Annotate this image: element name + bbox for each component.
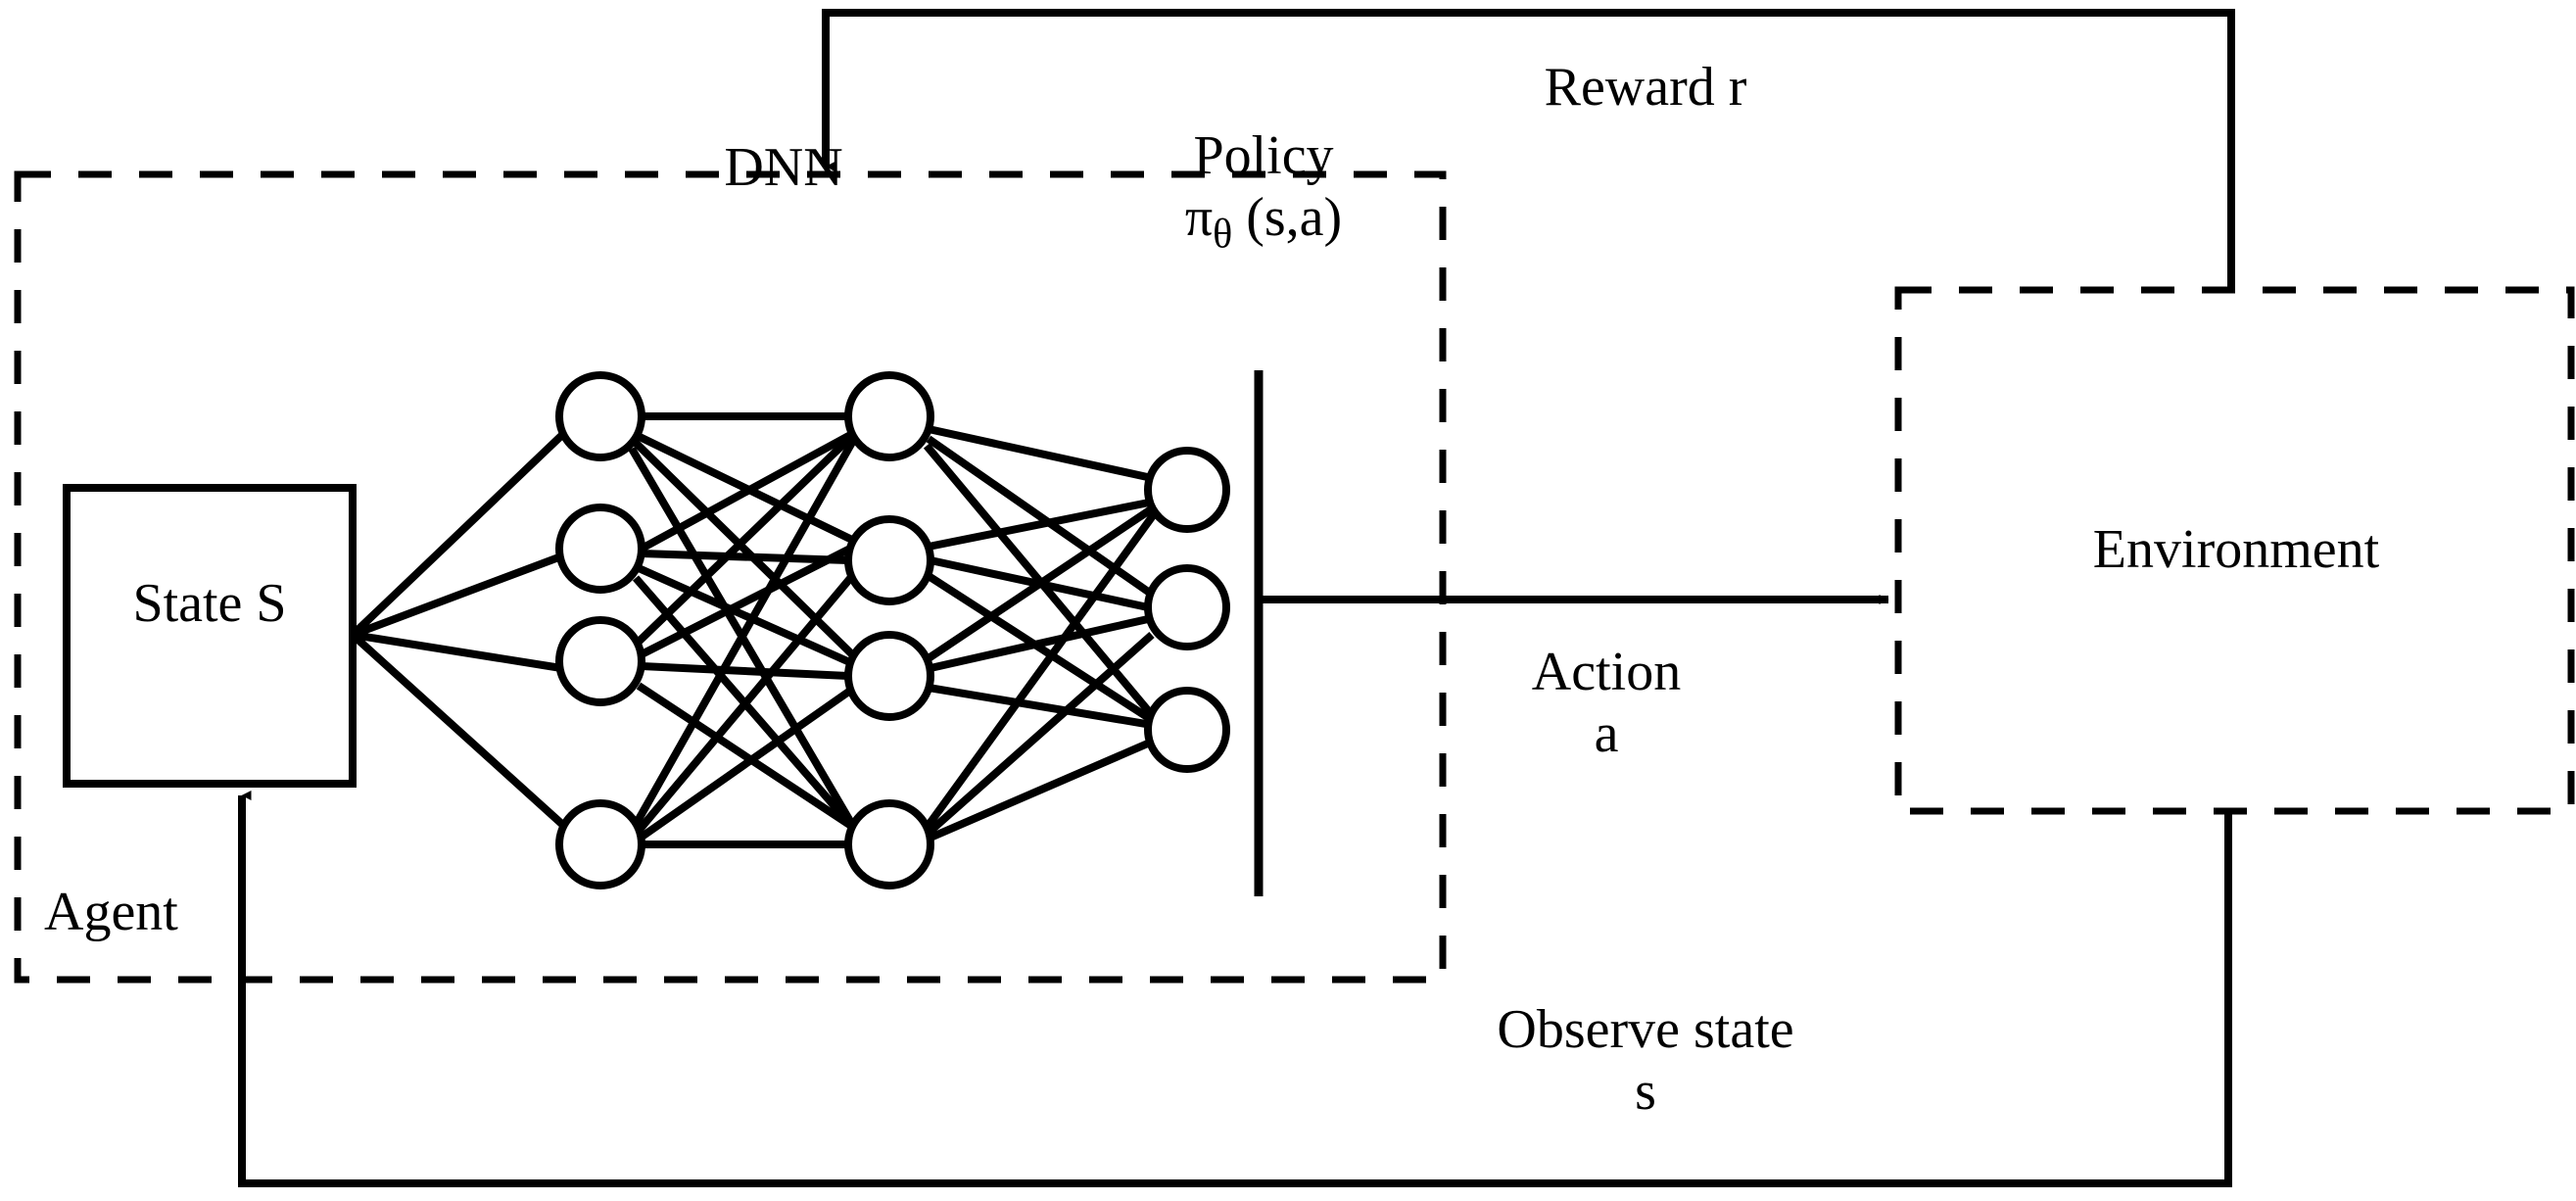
policy-args: (s,a) — [1232, 186, 1343, 248]
action-label: Action a — [1450, 642, 1763, 764]
agent-dashed-box — [14, 170, 1447, 984]
action-text: Action — [1531, 642, 1682, 702]
node-out-1 — [1144, 447, 1230, 533]
reward-path — [822, 9, 2235, 290]
policy-label: Policy πθ (s,a) — [1126, 125, 1401, 258]
output-layer-nodes — [1144, 447, 1230, 773]
state-box — [63, 484, 357, 788]
node-h1-4 — [555, 799, 645, 889]
node-out-3 — [1144, 687, 1230, 773]
reward-label: Reward r — [1544, 57, 1747, 118]
node-h2-3 — [844, 631, 934, 721]
policy-title: Policy — [1193, 125, 1334, 186]
node-out-2 — [1144, 564, 1230, 650]
agent-label: Agent — [44, 882, 178, 942]
policy-theta-symbol: θ — [1213, 212, 1233, 258]
policy-formula: πθ (s,a) — [1126, 187, 1401, 259]
node-h1-3 — [555, 616, 645, 706]
hidden-layer-2-nodes — [844, 371, 934, 889]
action-symbol: a — [1594, 702, 1619, 764]
observe-text: Observe state — [1497, 999, 1794, 1060]
state-label: State S — [132, 573, 287, 634]
observe-symbol: s — [1635, 1060, 1656, 1122]
node-h1-2 — [555, 504, 645, 594]
hidden-layer-1-nodes — [555, 371, 645, 889]
observe-state-label: Observe state s — [1401, 999, 1890, 1122]
layer1-to-layer2-edges — [628, 412, 859, 848]
layer2-to-output-edges — [923, 425, 1158, 841]
state-to-layer1-edges — [350, 431, 569, 831]
observe-state-path — [238, 791, 2232, 1187]
node-h2-2 — [844, 515, 934, 605]
dnn-label: DNN — [724, 137, 843, 198]
environment-label: Environment — [2092, 519, 2380, 580]
node-h2-1 — [844, 371, 934, 461]
policy-pi-symbol: π — [1184, 186, 1214, 248]
node-h2-4 — [844, 799, 934, 889]
node-h1-1 — [555, 371, 645, 461]
